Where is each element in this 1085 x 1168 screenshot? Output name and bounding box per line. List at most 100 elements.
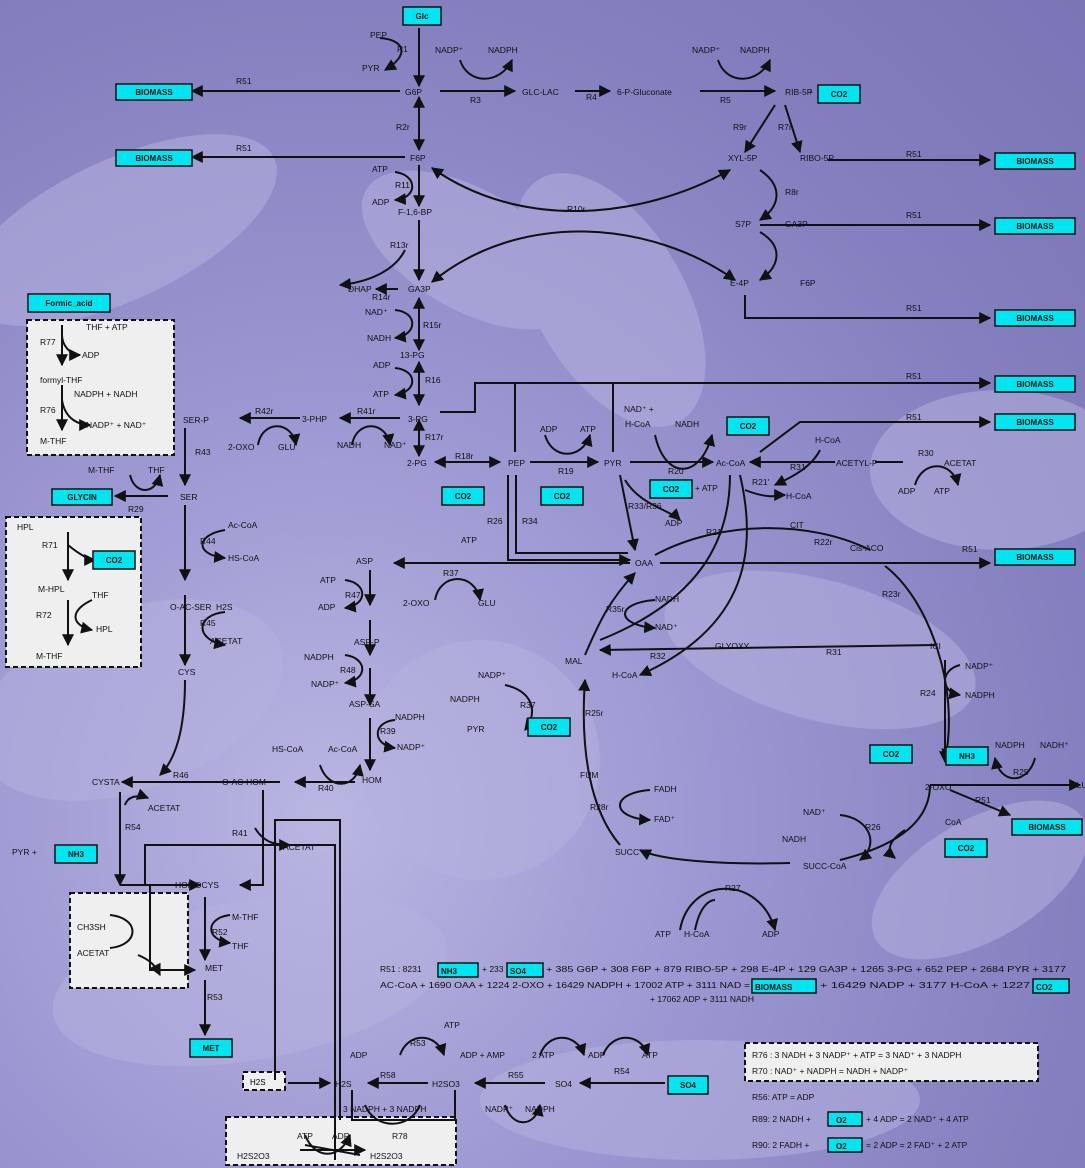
label-r48: R48: [340, 665, 356, 675]
label-coa: CoA: [945, 817, 962, 827]
label-r45: R45: [200, 618, 216, 628]
label-pg2: 2-PG: [407, 458, 427, 468]
label-r22r: R22r: [814, 537, 833, 547]
box-nh3_cysta-label: NH3: [68, 850, 85, 859]
label-mthf_d: M-THF: [232, 912, 258, 922]
label-adp_e: ADP: [318, 602, 336, 612]
label-r47: R47: [345, 590, 361, 600]
label-r53: R53: [207, 992, 223, 1002]
label-cit: CIT: [790, 520, 804, 530]
label-accoa: Ac-CoA: [716, 458, 746, 468]
label-nadp_e: NADP⁺: [965, 661, 994, 671]
biomass-equation: R51 : 8231 NH3 + 233 SO4 + 385 G6P + 308…: [380, 963, 1069, 1004]
label-adp_f2: ADP: [762, 929, 780, 939]
label-r14r: R14r: [372, 292, 391, 302]
label-r1: R1: [397, 44, 408, 54]
eq-so4-text: SO4: [510, 967, 527, 976]
label-r46: R46: [173, 770, 189, 780]
label-hpl_b: HPL: [96, 624, 113, 634]
label-r42r: R42r: [255, 406, 274, 416]
label-hscoa: HS-CoA: [228, 553, 260, 563]
label-r28r: R28r: [590, 802, 609, 812]
eq-line1-b: + 233: [482, 964, 504, 974]
box-biomass_akg-label: BIOMASS: [1028, 823, 1066, 832]
eq-line2-b: + 16429 NADP + 3177 H-CoA + 1227: [820, 980, 1030, 990]
label-r41: R41: [232, 828, 248, 838]
label-r52: R52: [212, 927, 228, 937]
label-nadph_s2: NADPH: [525, 1104, 555, 1114]
eq-co2-text: CO2: [1036, 983, 1053, 992]
label-r29: R29: [128, 504, 144, 514]
label-pyr_b: PYR: [467, 724, 484, 734]
label-r54: R54: [125, 822, 141, 832]
label-asp: ASP: [356, 556, 373, 566]
box-so4-label: SO4: [680, 1081, 697, 1090]
label-pep: PEP: [508, 458, 525, 468]
label-r26b: R26: [865, 822, 881, 832]
label-atp_sp: ATP: [297, 1131, 313, 1141]
eq-biomass-text: BIOMASS: [755, 983, 793, 992]
label-met: MET: [205, 963, 223, 973]
label-ga3p_r: GA3P: [785, 219, 808, 229]
label-nad_b: NAD⁺: [384, 440, 407, 450]
label-glu_b: GLU: [478, 598, 495, 608]
label-hcoa_e: H-CoA: [684, 929, 710, 939]
label-atp_s: ATP: [444, 1020, 460, 1030]
box-biomass_f6p-label: BIOMASS: [135, 154, 173, 163]
label-glu_c: GLU: [1070, 780, 1085, 790]
label-r55: R55: [508, 1070, 524, 1080]
box-co2_pep2-label: CO2: [554, 492, 571, 501]
label-pyr_plus: PYR +: [12, 847, 37, 857]
label-nadp_s: NADP⁺: [485, 1104, 514, 1114]
box-co2_icd-label: CO2: [883, 750, 900, 759]
label-atp_f: ATP: [655, 929, 671, 939]
label-r39: R39: [380, 726, 396, 736]
label-thf_c: THF: [92, 590, 109, 600]
label-nadph_f: NADPH: [450, 694, 480, 704]
label-cys: CYS: [178, 667, 196, 677]
legend-r76: R76 : 3 NADH + 3 NADP⁺ + ATP = 3 NAD⁺ + …: [752, 1050, 961, 1060]
label-atp_a: ATP: [373, 389, 389, 399]
label-mthf_b: M-THF: [88, 465, 114, 475]
box-nh3_akg-label: NH3: [959, 752, 976, 761]
label-atp_b: ATP: [580, 424, 596, 434]
label-succ: SUCC: [615, 847, 639, 857]
box-co2_pyr-label: CO2: [663, 485, 680, 494]
label-acetat_a: ACETAT: [944, 458, 976, 468]
box-h2s-label: H2S: [250, 1078, 266, 1087]
label-r44: R44: [200, 536, 216, 546]
label-ch3sh: CH3SH: [77, 922, 106, 932]
label-r51c: R51: [906, 149, 922, 159]
label-r41r: R41r: [357, 406, 376, 416]
label-oachom: O-AC-HOM: [222, 777, 266, 787]
label-adp_r11: ADP: [372, 197, 390, 207]
box-glc-label: Glc: [416, 12, 429, 21]
label-nadh_g: NADH⁺: [1040, 740, 1069, 750]
label-nadp_nad: NADP⁺ + NAD⁺: [86, 420, 147, 430]
label-nadp_c: NADP⁺: [311, 679, 340, 689]
label-acetylp: ACETYL-P: [836, 458, 878, 468]
label-nadh_d: NADH: [782, 834, 806, 844]
label-icit: ICI: [930, 641, 941, 651]
label-nadp_d: NADP⁺: [397, 742, 426, 752]
label-h2s2o3_a: H2S2O3: [237, 1151, 270, 1161]
eq-line3: + 17062 ADP + 3111 NADH: [650, 994, 754, 1004]
label-cisaco: Cis-ACO: [850, 543, 884, 553]
label-f6p_r: F6P: [800, 278, 816, 288]
box-biomass_ga3p-label: BIOMASS: [1016, 222, 1054, 231]
box-biomass_3pg-label: BIOMASS: [1016, 380, 1054, 389]
label-nadph_g: NADPH: [995, 740, 1025, 750]
label-nad_a: NAD⁺: [365, 307, 388, 317]
label-pyr: PYR: [604, 458, 621, 468]
label-adp_sp: ADP: [332, 1131, 350, 1141]
label-adp_pyr: ADP: [665, 518, 683, 528]
label-adp_s2: ADP: [588, 1050, 606, 1060]
label-r25r: R25r: [585, 708, 604, 718]
label-thf_d: THF: [232, 941, 249, 951]
label-cysta: CYSTA: [92, 777, 120, 787]
label-atp2: 2 ATP: [532, 1050, 555, 1060]
label-fadh: FADH: [654, 784, 677, 794]
label-nadh_c: NADH: [655, 594, 679, 604]
label-nadph_e: NADPH: [965, 690, 995, 700]
